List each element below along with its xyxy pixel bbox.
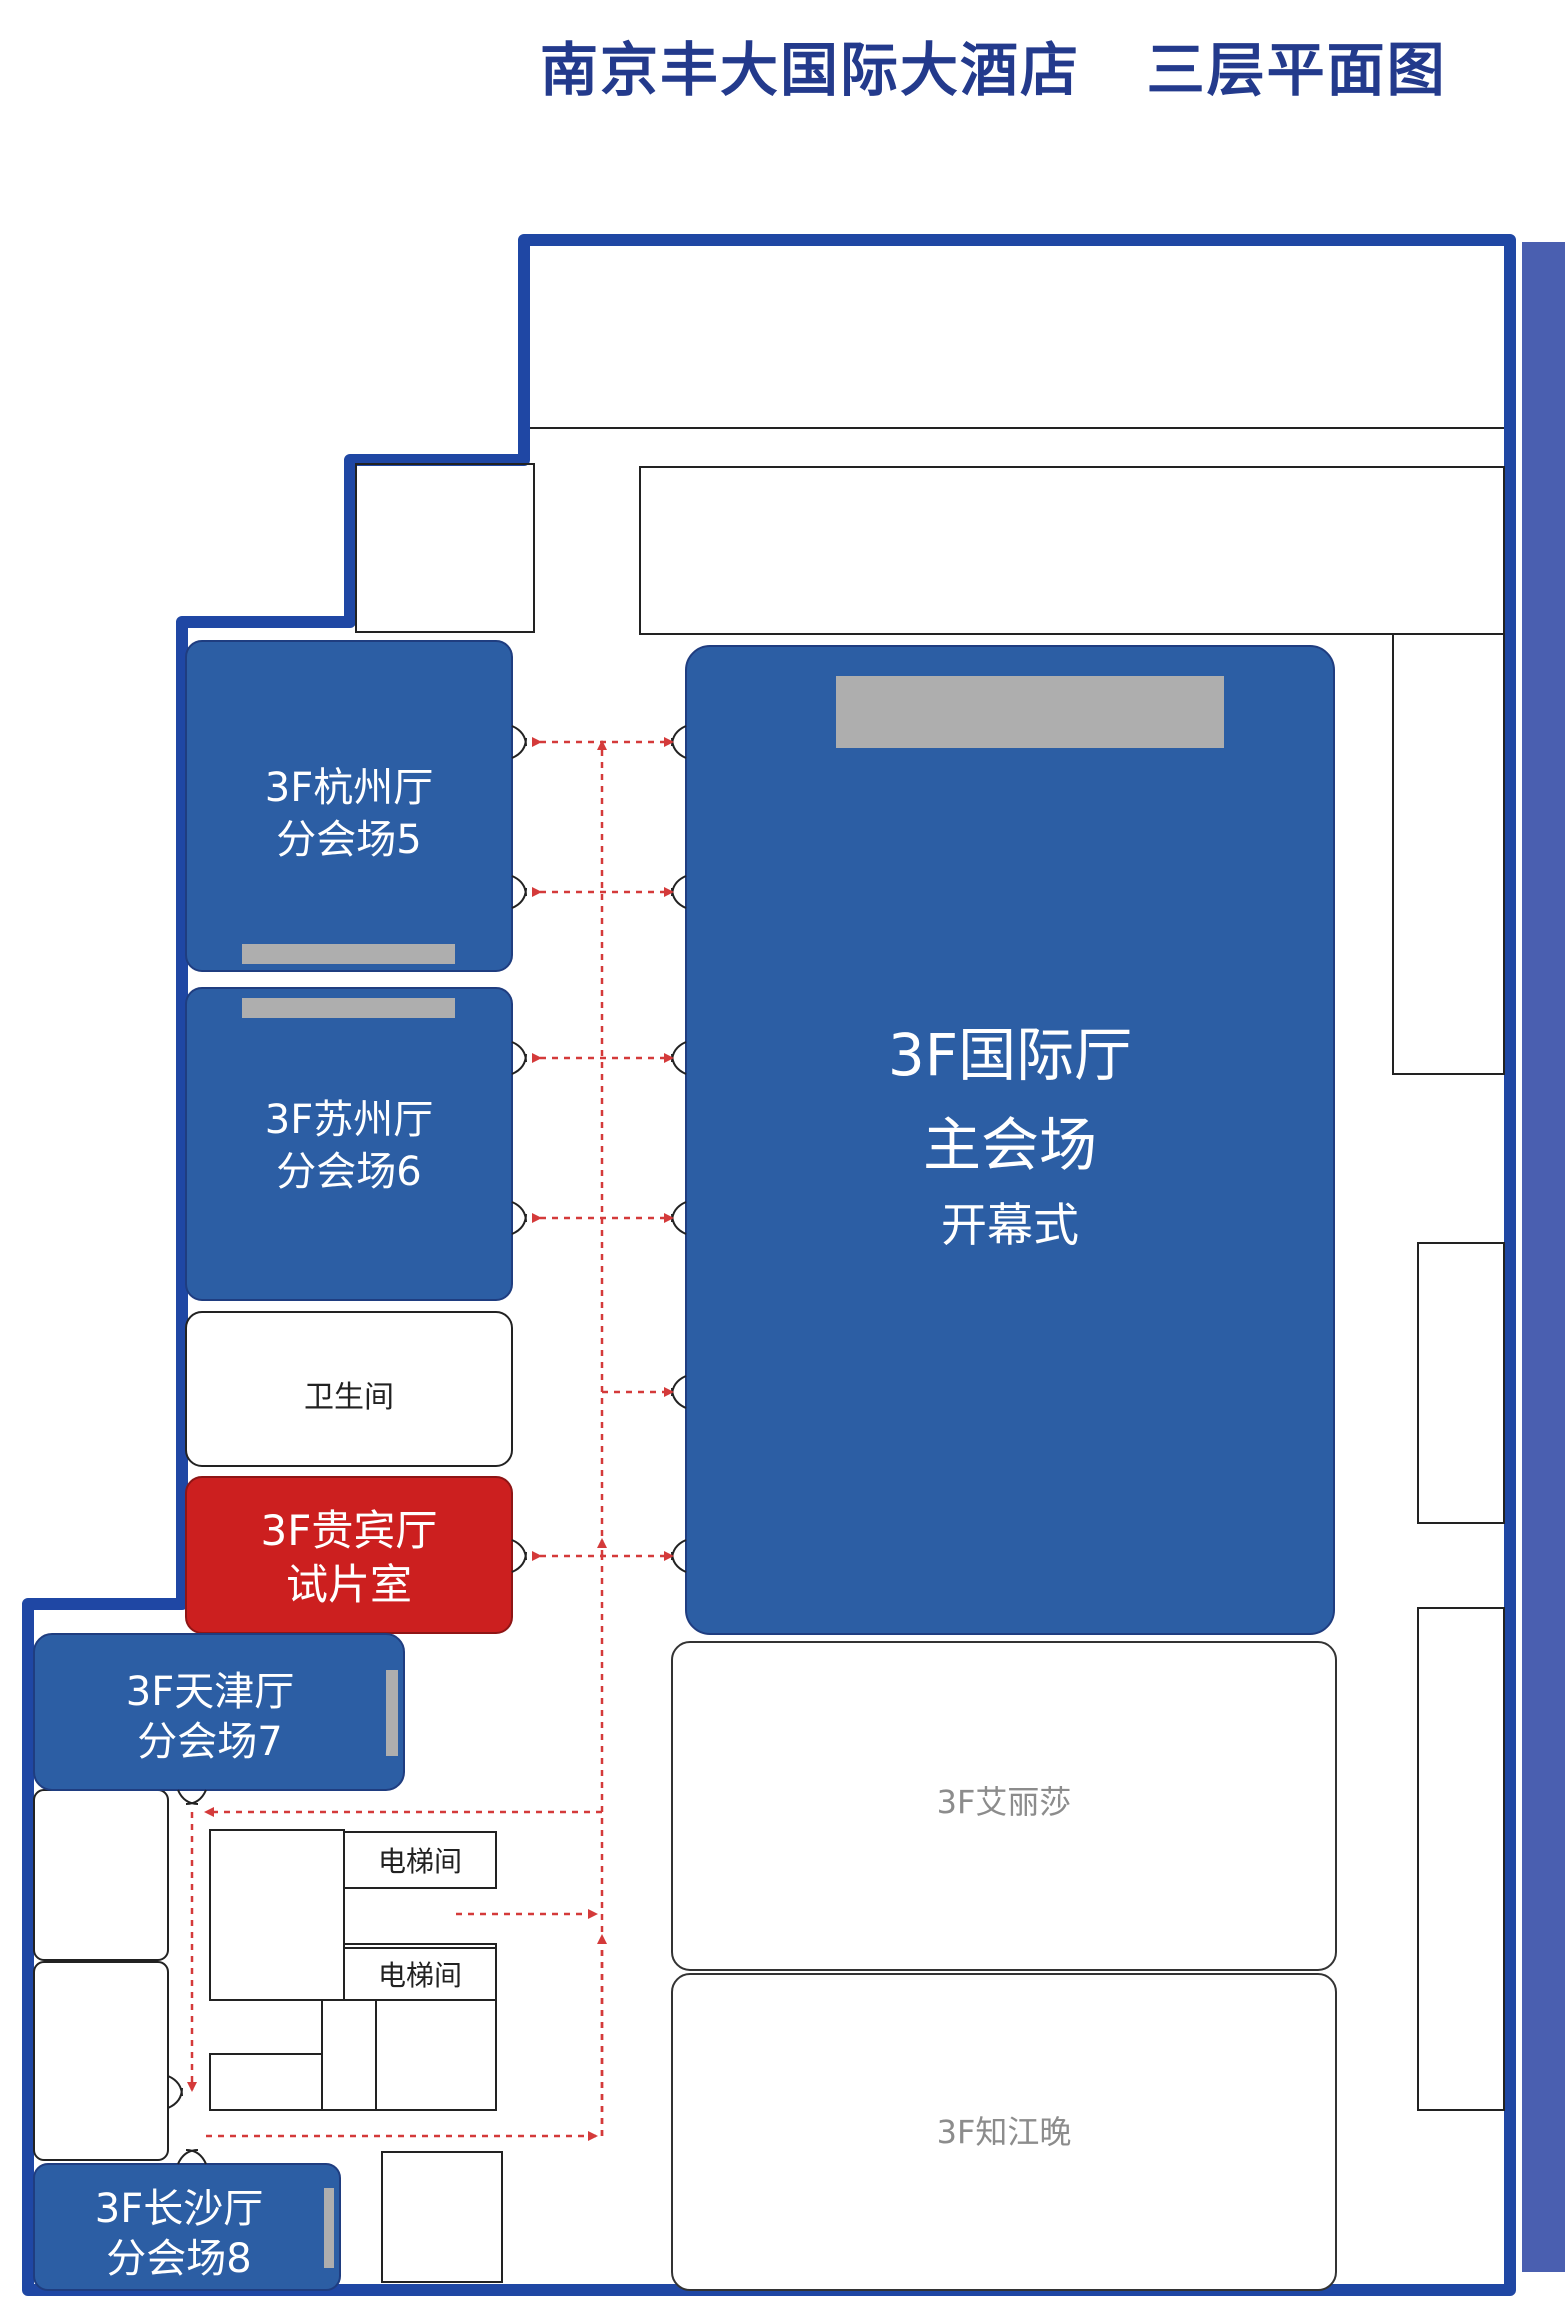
suzhou-hall[interactable] xyxy=(185,987,513,1301)
elevator-2-name: 电梯间 xyxy=(377,1959,462,1992)
hangzhou-hall[interactable] xyxy=(185,640,513,972)
main-hall-role: 主会场 xyxy=(922,1111,1097,1179)
changsha-name: 3F长沙厅 xyxy=(94,2186,264,2232)
vip-name: 3F贵宾厅 xyxy=(260,1505,438,1555)
main-hall-stage xyxy=(836,676,1224,748)
elevator-room-1[interactable] xyxy=(343,1831,497,1889)
tianjin-stage xyxy=(386,1670,398,1756)
route-arrows xyxy=(187,737,674,2141)
building-outline xyxy=(22,234,1516,2296)
tianjin-role: 分会场7 xyxy=(137,1719,283,1765)
hangzhou-stage xyxy=(242,944,455,964)
tianjin-name: 3F天津厅 xyxy=(125,1669,295,1715)
changsha-hall[interactable] xyxy=(33,2163,341,2291)
hangzhou-name: 3F杭州厅 xyxy=(264,765,434,811)
changsha-stage xyxy=(324,2188,334,2268)
interior-walls xyxy=(33,427,1505,2283)
main-hall-event: 开幕式 xyxy=(941,1198,1079,1252)
restroom[interactable] xyxy=(185,1311,513,1467)
elisa-name: 3F艾丽莎 xyxy=(936,1783,1072,1821)
tianjin-hall[interactable] xyxy=(33,1633,405,1791)
map-title: 南京丰大国际大酒店 三层平面图 xyxy=(540,36,1447,104)
vip-role: 试片室 xyxy=(285,1559,412,1609)
elisa-hall[interactable] xyxy=(671,1641,1337,1971)
suzhou-name: 3F苏州厅 xyxy=(264,1097,434,1143)
suzhou-stage xyxy=(242,998,455,1018)
elevator-room-2[interactable] xyxy=(343,1947,497,2001)
main-hall[interactable] xyxy=(685,645,1335,1635)
zhijiangwan-hall[interactable] xyxy=(671,1973,1337,2291)
main-hall-name: 3F国际厅 xyxy=(887,1021,1133,1089)
hangzhou-role: 分会场5 xyxy=(276,817,422,863)
zhijiangwan-name: 3F知江晚 xyxy=(936,2113,1072,2151)
side-bar xyxy=(1522,242,1565,2272)
elevator-1-name: 电梯间 xyxy=(377,1845,462,1878)
changsha-role: 分会场8 xyxy=(106,2236,252,2282)
suzhou-role: 分会场6 xyxy=(276,1149,422,1195)
restroom-name: 卫生间 xyxy=(304,1380,394,1415)
